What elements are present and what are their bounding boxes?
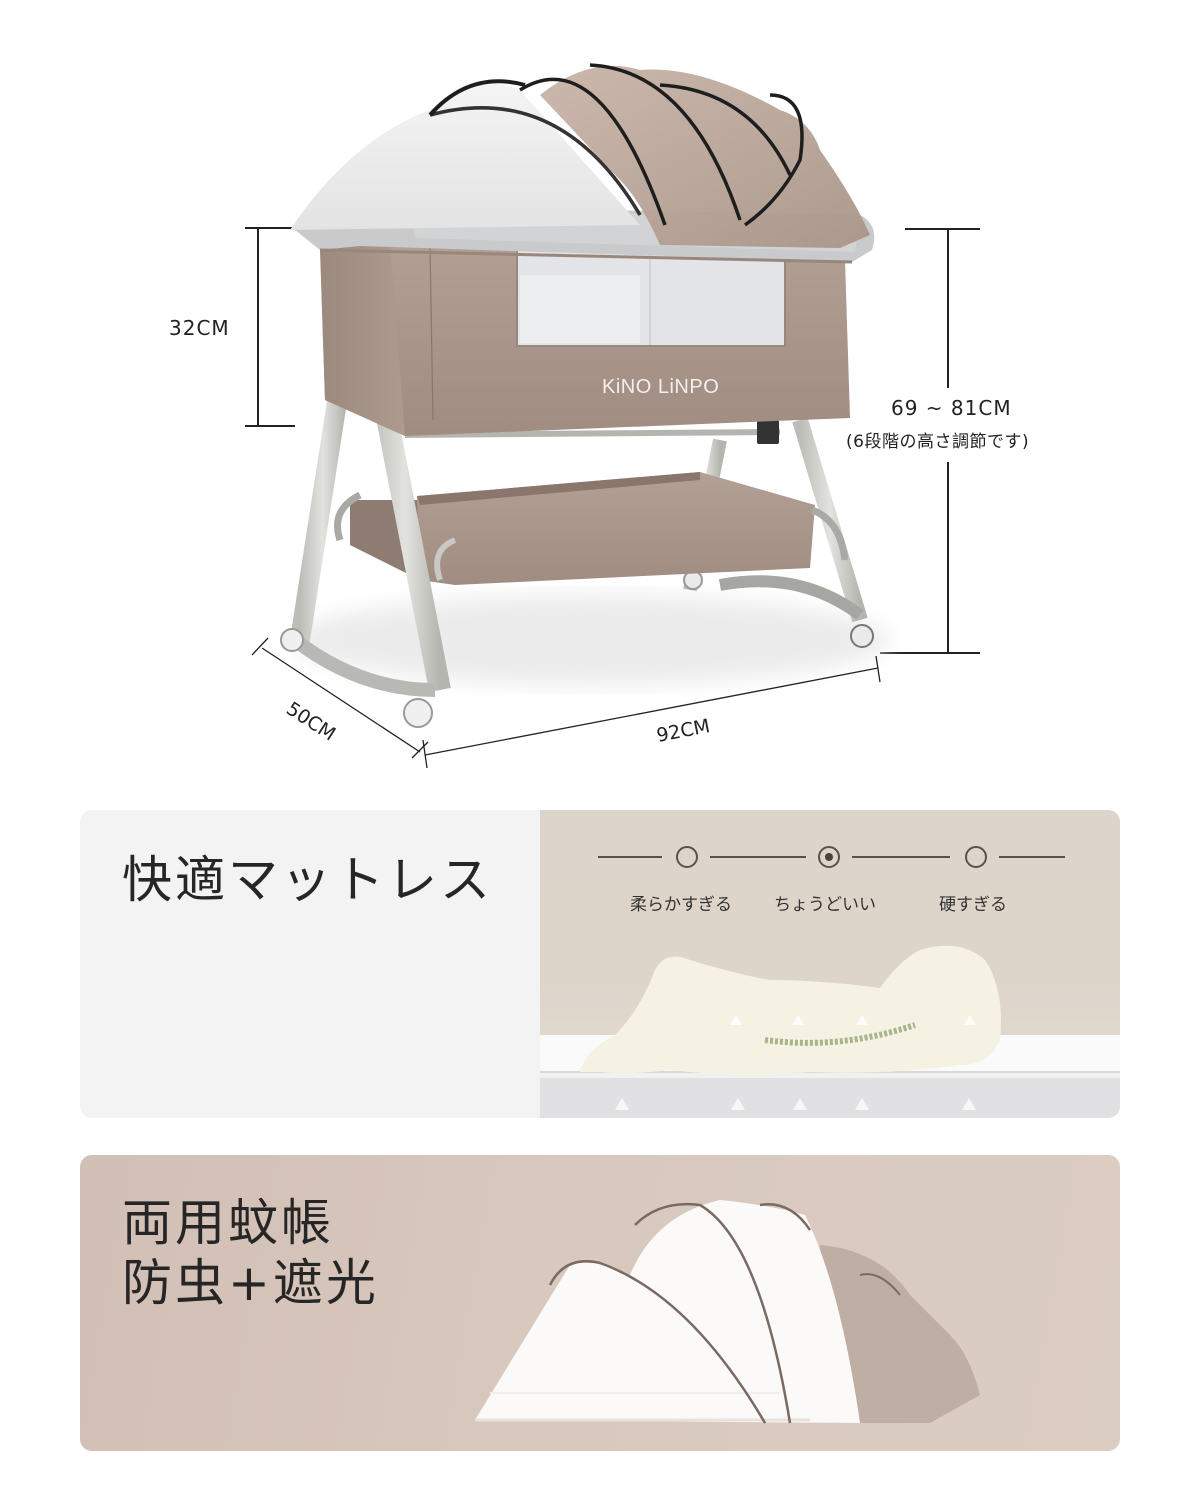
firmness-option-soft [676, 846, 698, 868]
dimension-label-width: 50CM [282, 698, 339, 746]
dimension-tick [245, 227, 295, 229]
dimension-tick [905, 228, 980, 230]
scale-line [710, 856, 806, 858]
firmness-label-hard: 硬すぎる [939, 895, 1007, 915]
firmness-option-just-right [818, 846, 840, 868]
dimension-lines-base [251, 637, 881, 769]
mattress-feature-card: 快適マットレス 柔らかすぎる ちょうどいい 硬すぎる [80, 810, 1120, 1118]
baby-on-mattress-image [540, 945, 1120, 1118]
dimension-label-height: 69 ~ 81CM [891, 396, 1012, 420]
net-title-line1: 両用蚊帳 [122, 1194, 334, 1252]
dimension-label-length: 92CM [655, 715, 712, 747]
mattress-title: 快適マットレス [122, 851, 493, 909]
mosquito-net-feature-card: 両用蚊帳 防虫+遮光 [80, 1155, 1120, 1451]
dimension-label-depth: 32CM [169, 316, 230, 340]
scale-line [999, 856, 1065, 858]
mattress-illustration: 柔らかすぎる ちょうどいい 硬すぎる [540, 810, 1120, 1118]
net-title-line2: 防虫+遮光 [122, 1254, 379, 1312]
dimension-line-depth [257, 228, 259, 426]
dimension-tick [245, 425, 295, 427]
dimension-line-height [947, 228, 949, 388]
product-dimension-section: 32CM 69 ~ 81CM (6段階の高さ調節です) [169, 63, 1030, 769]
brand-logo: KiNO LiNPO [602, 376, 719, 398]
dimension-tick [880, 652, 980, 654]
bassinet-illustration: KiNO LiNPO 50CM 92CM [251, 63, 890, 769]
canopy-net-image [475, 1200, 980, 1424]
dimension-line-height [947, 462, 949, 653]
scale-line [598, 856, 662, 858]
dimension-note-height: (6段階の高さ調節です) [846, 432, 1030, 452]
firmness-label-just-right: ちょうどいい [774, 895, 876, 915]
scale-line [852, 856, 950, 858]
firmness-scale: 柔らかすぎる ちょうどいい 硬すぎる [598, 844, 1068, 924]
firmness-label-soft: 柔らかすぎる [630, 895, 732, 915]
firmness-option-hard [965, 846, 987, 868]
